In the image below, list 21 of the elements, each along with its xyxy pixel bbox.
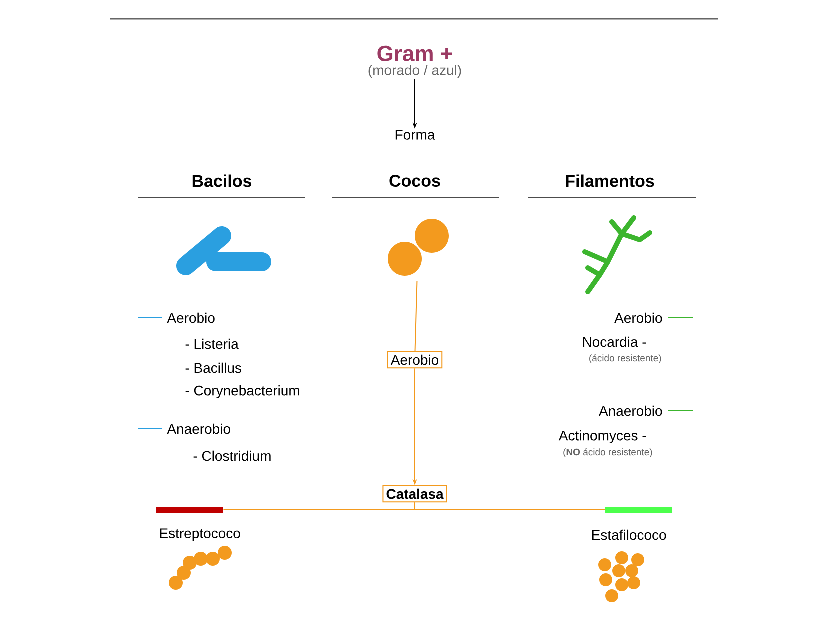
label-text: Anaerobio: [599, 406, 662, 416]
label-text: Actinomyces -: [558, 430, 646, 444]
process-box: Aerobio: [387, 351, 443, 369]
column-heading: Filamentos: [566, 174, 654, 188]
column-heading: Bacilos: [192, 174, 252, 188]
label-text: Estreptococo: [160, 528, 240, 542]
label-text: Aerobio: [167, 312, 215, 324]
label-text: (ácido resistente): [590, 354, 662, 364]
label-text: - Bacillus: [186, 362, 242, 374]
label-text: (NO ácido resistente): [564, 448, 652, 458]
color-bar: [156, 507, 224, 513]
color-bar: [606, 507, 672, 513]
label-text: Anaerobio: [167, 424, 230, 434]
label-text: Nocardia -: [583, 336, 646, 348]
label-text: - Corynebacterium: [186, 385, 300, 399]
label-text: - Listeria: [186, 338, 239, 350]
process-box: Catalasa: [382, 485, 448, 503]
cocci-drawing: [388, 219, 449, 276]
label-text: Aerobio: [614, 312, 662, 324]
heading: Gram + (morado / azul): [368, 46, 462, 78]
label-text: Forma: [396, 130, 436, 140]
